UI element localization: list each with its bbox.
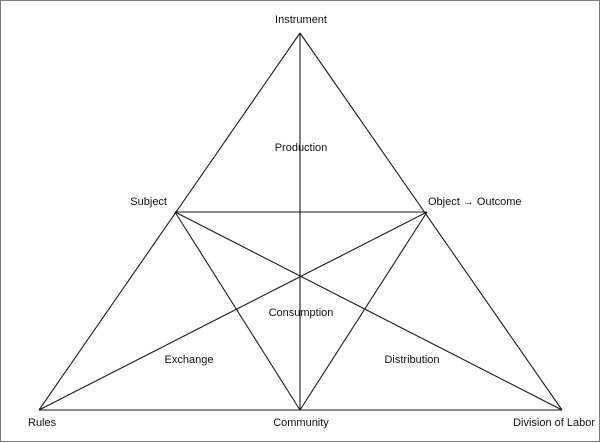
region-exchange: Exchange (165, 354, 214, 366)
region-production: Production (275, 142, 328, 154)
region-consumption: Consumption (269, 307, 334, 319)
node-subject: Subject (130, 196, 167, 208)
edge-object-community (299, 211, 428, 411)
node-rules: Rules (28, 417, 57, 429)
node-instrument: Instrument (275, 14, 327, 26)
edge-object-rules (38, 211, 428, 411)
edge-instrument-division-of-labor (299, 32, 563, 411)
node-community: Community (273, 417, 329, 429)
region-distribution: Distribution (384, 354, 439, 366)
edge-subject-division-of-labor (174, 211, 563, 411)
node-object-outcome: Object → Outcome (428, 196, 522, 208)
edge-instrument-rules (38, 32, 301, 411)
edge-subject-community (174, 211, 301, 411)
node-division-of-labor: Division of Labor (513, 417, 595, 429)
